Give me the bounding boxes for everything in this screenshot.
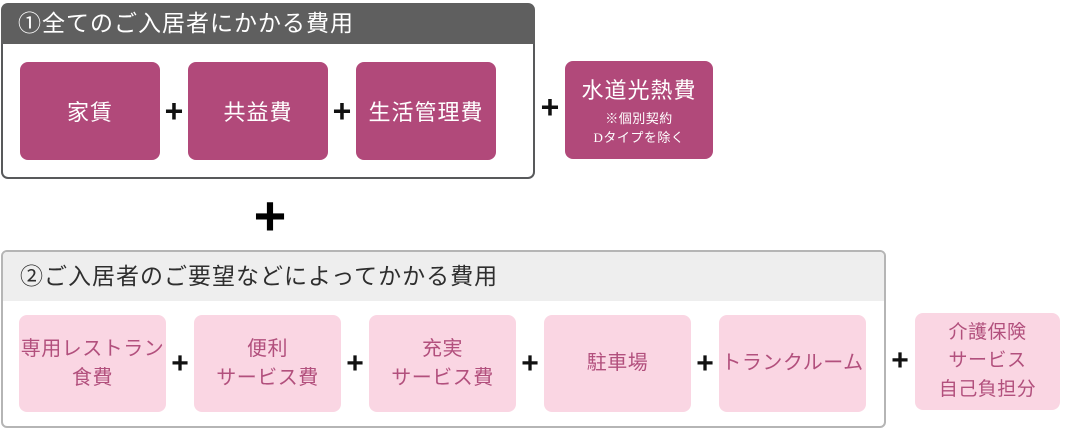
fee-box-convenience-service: 便利 サービス費 [194, 315, 341, 412]
fee-box-utilities: 水道光熱費 ※個別契約 Dタイプを除く [565, 61, 713, 159]
fee-box-trunk-room-label: トランクルーム [721, 352, 864, 374]
fee-box-common-service-label: 共益費 [223, 99, 293, 125]
fee-box-restaurant-meals: 専用レストラン 食費 [19, 315, 166, 412]
fee-box-parking-label: 駐車場 [586, 352, 649, 374]
section-all-residents: ①全てのご入居者にかかる費用 家賃 + 共益費 + 生活管理費 [1, 3, 535, 179]
fee-box-care-insurance-copay: 介護保険 サービス 自己負担分 [915, 313, 1060, 410]
fee-box-utilities-note-1: ※個別契約 [605, 110, 673, 126]
section1-title: ①全てのご入居者にかかる費用 [1, 3, 535, 44]
section-connector-plus: + [253, 184, 287, 247]
fee-box-trunk-room: トランクルーム [719, 315, 866, 412]
plus-operator: + [164, 92, 184, 129]
plus-operator: + [332, 92, 352, 129]
plus-operator: + [521, 347, 539, 380]
fee-box-care-insurance-copay-line2: サービス [948, 350, 1027, 372]
fee-box-life-management-label: 生活管理費 [368, 99, 484, 125]
fee-box-care-insurance-copay-line3: 自己負担分 [938, 378, 1037, 400]
fee-box-rent: 家賃 [20, 61, 160, 160]
section2-body: 専用レストラン 食費 + 便利 サービス費 + 充実 サービス費 + 駐車場 +… [3, 301, 884, 426]
fee-box-utilities-label: 水道光熱費 [581, 77, 697, 103]
fee-box-parking: 駐車場 [544, 315, 691, 412]
plus-operator: + [171, 347, 189, 380]
fee-box-enrichment-service-line1: 充実 [422, 337, 463, 360]
plus-operator: + [540, 89, 560, 125]
fee-box-life-management: 生活管理費 [356, 61, 496, 160]
fee-box-restaurant-meals-line1: 専用レストラン [20, 337, 165, 360]
fee-box-utilities-note-2: Dタイプを除く [593, 129, 685, 145]
plus-operator: + [891, 344, 909, 377]
fee-box-convenience-service-line1: 便利 [247, 337, 288, 360]
fee-box-restaurant-meals-line2: 食費 [72, 366, 113, 389]
fee-box-rent-label: 家賃 [66, 99, 113, 125]
fee-box-common-service: 共益費 [188, 61, 328, 160]
fee-box-care-insurance-copay-line1: 介護保険 [948, 321, 1027, 343]
section-optional-costs: ②ご入居者のご要望などによってかかる費用 専用レストラン 食費 + 便利 サービ… [1, 250, 886, 428]
section1-body: 家賃 + 共益費 + 生活管理費 [1, 44, 535, 179]
fee-box-convenience-service-line2: サービス費 [216, 366, 319, 389]
plus-operator: + [696, 347, 714, 380]
fee-box-enrichment-service-line2: サービス費 [391, 366, 494, 389]
plus-operator: + [346, 347, 364, 380]
section2-title: ②ご入居者のご要望などによってかかる費用 [3, 252, 884, 301]
fee-box-enrichment-service: 充実 サービス費 [369, 315, 516, 412]
